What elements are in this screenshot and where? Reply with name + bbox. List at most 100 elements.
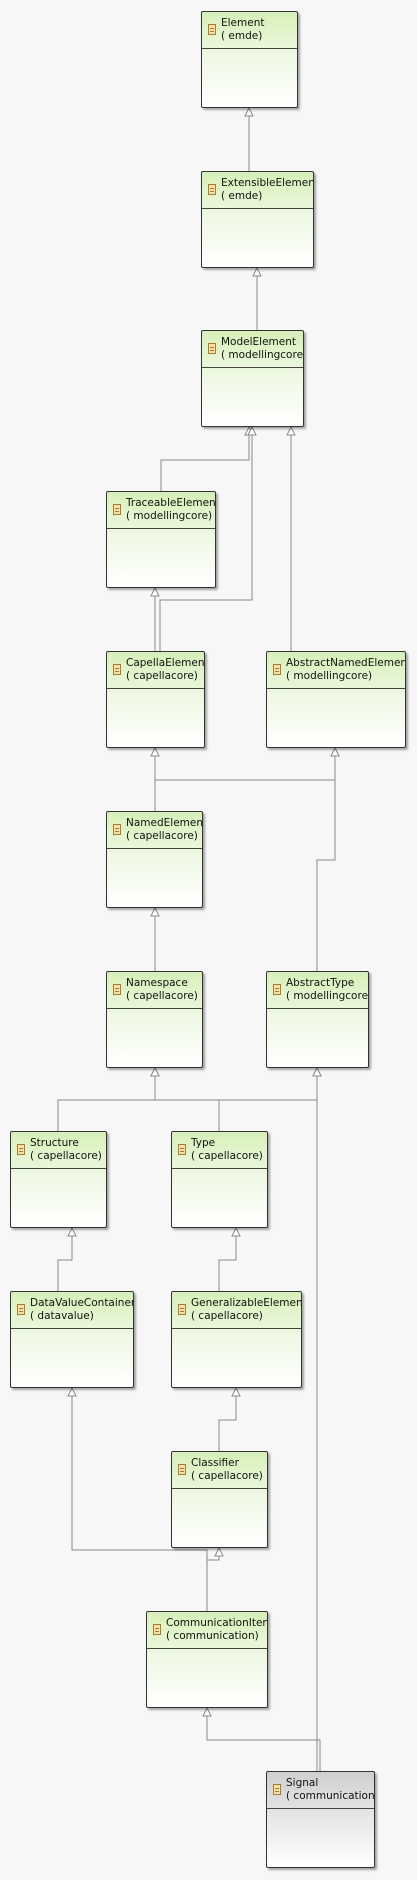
class-box-data-value-container[interactable]: DataValueContainer( datavalue) xyxy=(10,1291,134,1388)
class-name: Namespace xyxy=(126,977,188,989)
class-package: ( capellacore) xyxy=(191,1310,263,1322)
class-package: ( capellacore) xyxy=(126,830,198,842)
class-header: NamedElement( capellacore) xyxy=(107,812,202,849)
class-box-namespace[interactable]: Namespace( capellacore) xyxy=(106,971,203,1068)
class-icon xyxy=(113,824,121,835)
class-package: ( capellacore) xyxy=(126,990,198,1002)
class-box-abstract-named-element[interactable]: AbstractNamedElement( modellingcore) xyxy=(266,651,406,748)
class-icon xyxy=(153,1624,161,1635)
class-icon xyxy=(178,1464,186,1475)
hollow-triangle-arrow-icon xyxy=(244,106,254,117)
class-package: ( capellacore) xyxy=(126,670,198,682)
class-name: Signal xyxy=(286,1777,319,1789)
generalization-edge[interactable] xyxy=(154,748,336,811)
generalization-edge[interactable] xyxy=(206,1548,220,1611)
class-icon xyxy=(273,1784,281,1795)
generalization-edge[interactable] xyxy=(159,427,253,651)
class-title: AbstractNamedElement( modellingcore) xyxy=(286,657,405,683)
class-title: ExtensibleElement( emde) xyxy=(221,177,313,203)
class-name: AbstractNamedElement xyxy=(286,657,406,669)
class-icon xyxy=(113,984,121,995)
hollow-triangle-arrow-icon xyxy=(312,1066,322,1077)
class-package: ( communication) xyxy=(166,1630,259,1642)
class-icon xyxy=(17,1144,25,1155)
hollow-triangle-arrow-icon xyxy=(330,746,340,757)
class-title: Type( capellacore) xyxy=(191,1137,267,1163)
hollow-triangle-arrow-icon xyxy=(231,1386,241,1397)
hollow-triangle-arrow-icon xyxy=(286,425,296,436)
hollow-triangle-arrow-icon xyxy=(202,1706,212,1717)
class-name: Element xyxy=(221,17,265,29)
class-name: Type xyxy=(191,1137,216,1149)
class-header: ExtensibleElement( emde) xyxy=(202,172,313,209)
class-header: Structure( capellacore) xyxy=(11,1132,106,1169)
class-box-extensible-element[interactable]: ExtensibleElement( emde) xyxy=(201,171,314,268)
class-title: Element( emde) xyxy=(221,17,297,43)
hollow-triangle-arrow-icon xyxy=(150,586,160,597)
generalization-edge[interactable] xyxy=(218,1068,318,1131)
class-icon xyxy=(273,664,281,675)
hollow-triangle-arrow-icon xyxy=(150,746,160,757)
class-package: ( emde) xyxy=(221,30,263,42)
class-name: DataValueContainer xyxy=(30,1297,134,1309)
class-icon xyxy=(17,1304,25,1315)
class-box-traceable-element[interactable]: TraceableElement( modellingcore) xyxy=(106,491,216,588)
class-box-model-element[interactable]: ModelElement( modellingcore) xyxy=(201,330,304,427)
class-header: Signal( communication) xyxy=(267,1772,374,1809)
hollow-triangle-arrow-icon xyxy=(231,1226,241,1237)
class-header: Namespace( capellacore) xyxy=(107,972,202,1009)
class-box-structure[interactable]: Structure( capellacore) xyxy=(10,1131,107,1228)
class-box-element[interactable]: Element( emde) xyxy=(201,11,298,108)
generalization-edge[interactable] xyxy=(316,748,336,971)
class-icon xyxy=(273,984,281,995)
class-header: CommunicationItem( communication) xyxy=(147,1612,267,1649)
class-title: Structure( capellacore) xyxy=(30,1137,106,1163)
class-name: ExtensibleElement xyxy=(221,177,314,189)
class-package: ( communication) xyxy=(286,1790,375,1802)
class-header: GeneralizableElement( capellacore) xyxy=(172,1292,301,1329)
class-name: ModelElement xyxy=(221,336,296,348)
class-header: Classifier( capellacore) xyxy=(172,1452,267,1489)
class-header: ModelElement( modellingcore) xyxy=(202,331,303,368)
class-package: ( modellingcore) xyxy=(286,990,369,1002)
generalization-edge[interactable] xyxy=(218,1228,237,1291)
class-package: ( modellingcore) xyxy=(286,670,373,682)
class-name: CapellaElement xyxy=(126,657,205,669)
class-icon xyxy=(208,184,216,195)
class-title: GeneralizableElement( capellacore) xyxy=(191,1297,301,1323)
class-box-capella-element[interactable]: CapellaElement( capellacore) xyxy=(106,651,205,748)
class-title: NamedElement( capellacore) xyxy=(126,817,202,843)
class-package: ( emde) xyxy=(221,190,263,202)
class-box-signal[interactable]: Signal( communication) xyxy=(266,1771,375,1868)
hollow-triangle-arrow-icon xyxy=(67,1226,77,1237)
hollow-triangle-arrow-icon xyxy=(150,1066,160,1077)
hollow-triangle-arrow-icon xyxy=(67,1386,77,1397)
class-box-generalizable-element[interactable]: GeneralizableElement( capellacore) xyxy=(171,1291,302,1388)
class-box-abstract-type[interactable]: AbstractType( modellingcore) xyxy=(266,971,369,1068)
hollow-triangle-arrow-icon xyxy=(150,906,160,917)
class-icon xyxy=(208,24,216,35)
class-box-classifier[interactable]: Classifier( capellacore) xyxy=(171,1451,268,1548)
class-icon xyxy=(113,664,121,675)
class-package: ( capellacore) xyxy=(30,1150,102,1162)
class-icon xyxy=(178,1304,186,1315)
generalization-edge[interactable] xyxy=(160,427,250,491)
generalization-edge[interactable] xyxy=(206,1708,321,1771)
class-package: ( modellingcore) xyxy=(221,349,304,361)
class-box-type[interactable]: Type( capellacore) xyxy=(171,1131,268,1228)
class-icon xyxy=(178,1144,186,1155)
class-title: DataValueContainer( datavalue) xyxy=(30,1297,133,1323)
generalization-edge[interactable] xyxy=(57,1228,73,1291)
class-header: AbstractType( modellingcore) xyxy=(267,972,368,1009)
class-box-communication-item[interactable]: CommunicationItem( communication) xyxy=(146,1611,268,1708)
generalization-edge[interactable] xyxy=(71,1388,208,1611)
generalization-edge[interactable] xyxy=(218,1388,237,1451)
hollow-triangle-arrow-icon xyxy=(247,425,257,436)
class-box-named-element[interactable]: NamedElement( capellacore) xyxy=(106,811,203,908)
generalization-edge[interactable] xyxy=(154,1068,220,1131)
class-header: Element( emde) xyxy=(202,12,297,49)
class-name: GeneralizableElement xyxy=(191,1297,302,1309)
generalization-edge[interactable] xyxy=(57,1068,156,1131)
